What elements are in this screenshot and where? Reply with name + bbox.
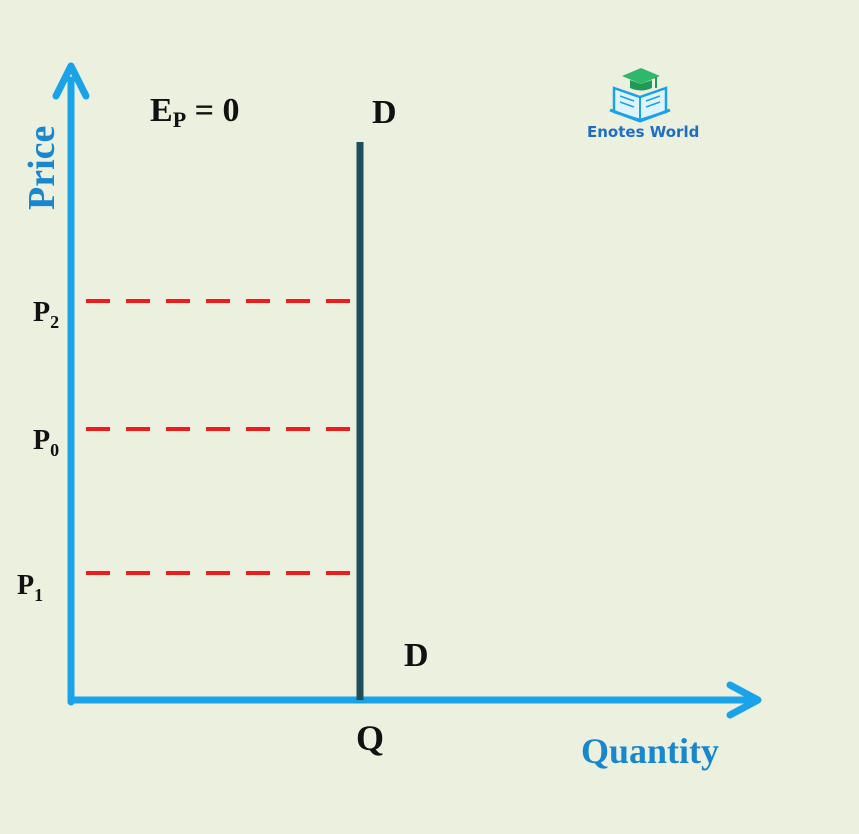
x-axis-title: Quantity: [581, 731, 719, 771]
y-axis-arrowhead: [52, 62, 90, 100]
price-label-p1: P1: [17, 570, 43, 605]
price-label-p2: P2: [33, 297, 59, 332]
y-axis-title: Price: [21, 126, 63, 210]
demand-label-bottom: D: [404, 637, 429, 674]
graduation-cap-icon: [622, 68, 660, 91]
enotes-world-logo: Enotes World: [587, 68, 699, 141]
book-icon: [609, 86, 671, 123]
quantity-point-label: Q: [356, 718, 384, 758]
price-label-p0: P0: [33, 425, 59, 460]
x-axis-arrowhead: [726, 681, 762, 719]
demand-label-top: D: [372, 94, 397, 131]
logo-text: Enotes World: [587, 123, 699, 141]
elasticity-title: EP = 0: [150, 92, 240, 132]
